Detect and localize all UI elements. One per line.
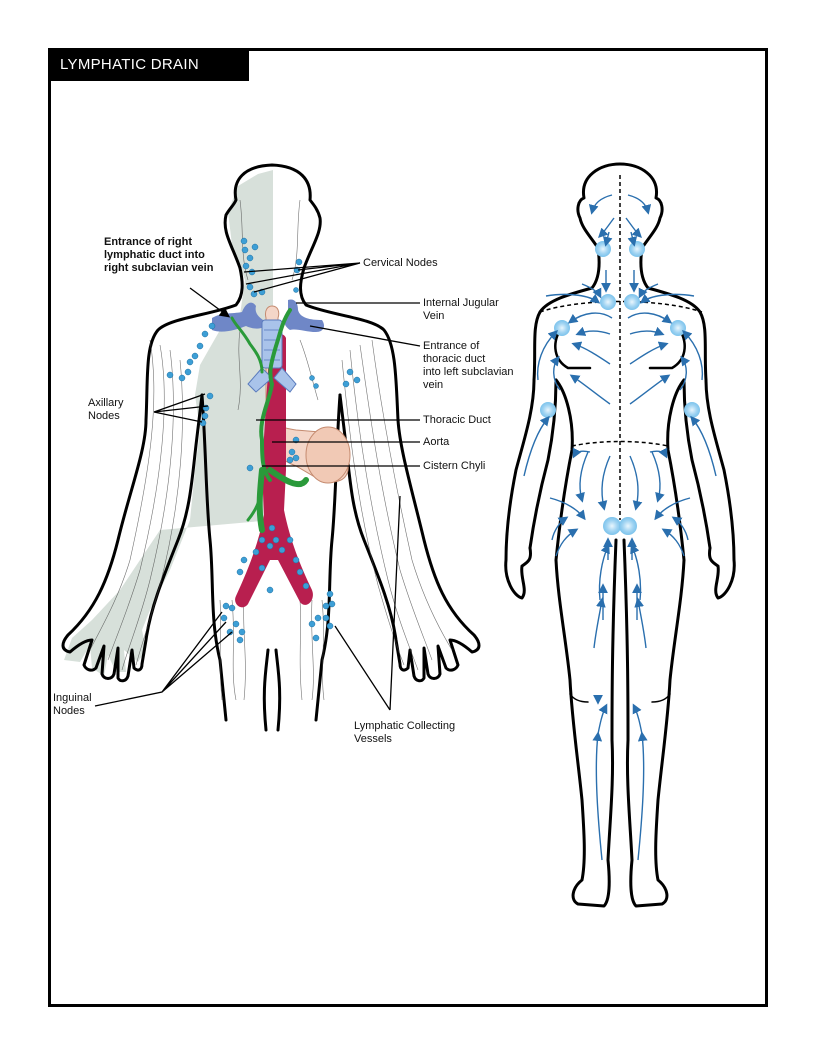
left-subclavian-vein xyxy=(284,299,324,332)
stomach xyxy=(305,426,351,484)
thoracic-duct xyxy=(259,308,292,482)
label-inguinal-nodes: Inguinal Nodes xyxy=(53,692,92,717)
right-lymph-drainage-region xyxy=(64,170,273,676)
label-lymphatic-collecting-vessels: Lymphatic Collecting Vessels xyxy=(354,720,456,745)
left-figure-anatomy xyxy=(61,163,481,732)
label-right-duct-entrance: Entrance of right lymphatic duct into ri… xyxy=(104,236,214,274)
flow-arrows xyxy=(523,194,717,861)
title-banner: LYMPHATIC DRAIN xyxy=(48,48,249,81)
lymph-nodes xyxy=(166,237,361,644)
label-cervical-nodes: Cervical Nodes xyxy=(363,257,438,269)
label-aorta: Aorta xyxy=(423,436,450,448)
page-frame xyxy=(48,48,768,1007)
label-internal-jugular-vein: Internal Jugular Vein xyxy=(423,297,499,322)
label-thoracic-duct: Thoracic Duct xyxy=(423,414,491,426)
right-figure-drainage xyxy=(504,162,736,908)
right-subclavian-vein xyxy=(212,302,266,332)
label-cistern-chyli: Cistern Chyli xyxy=(423,460,486,472)
label-axillary-nodes: Axillary Nodes xyxy=(88,397,124,422)
label-thoracic-duct-entrance: Entrance of thoracic duct into left subc… xyxy=(423,340,514,391)
